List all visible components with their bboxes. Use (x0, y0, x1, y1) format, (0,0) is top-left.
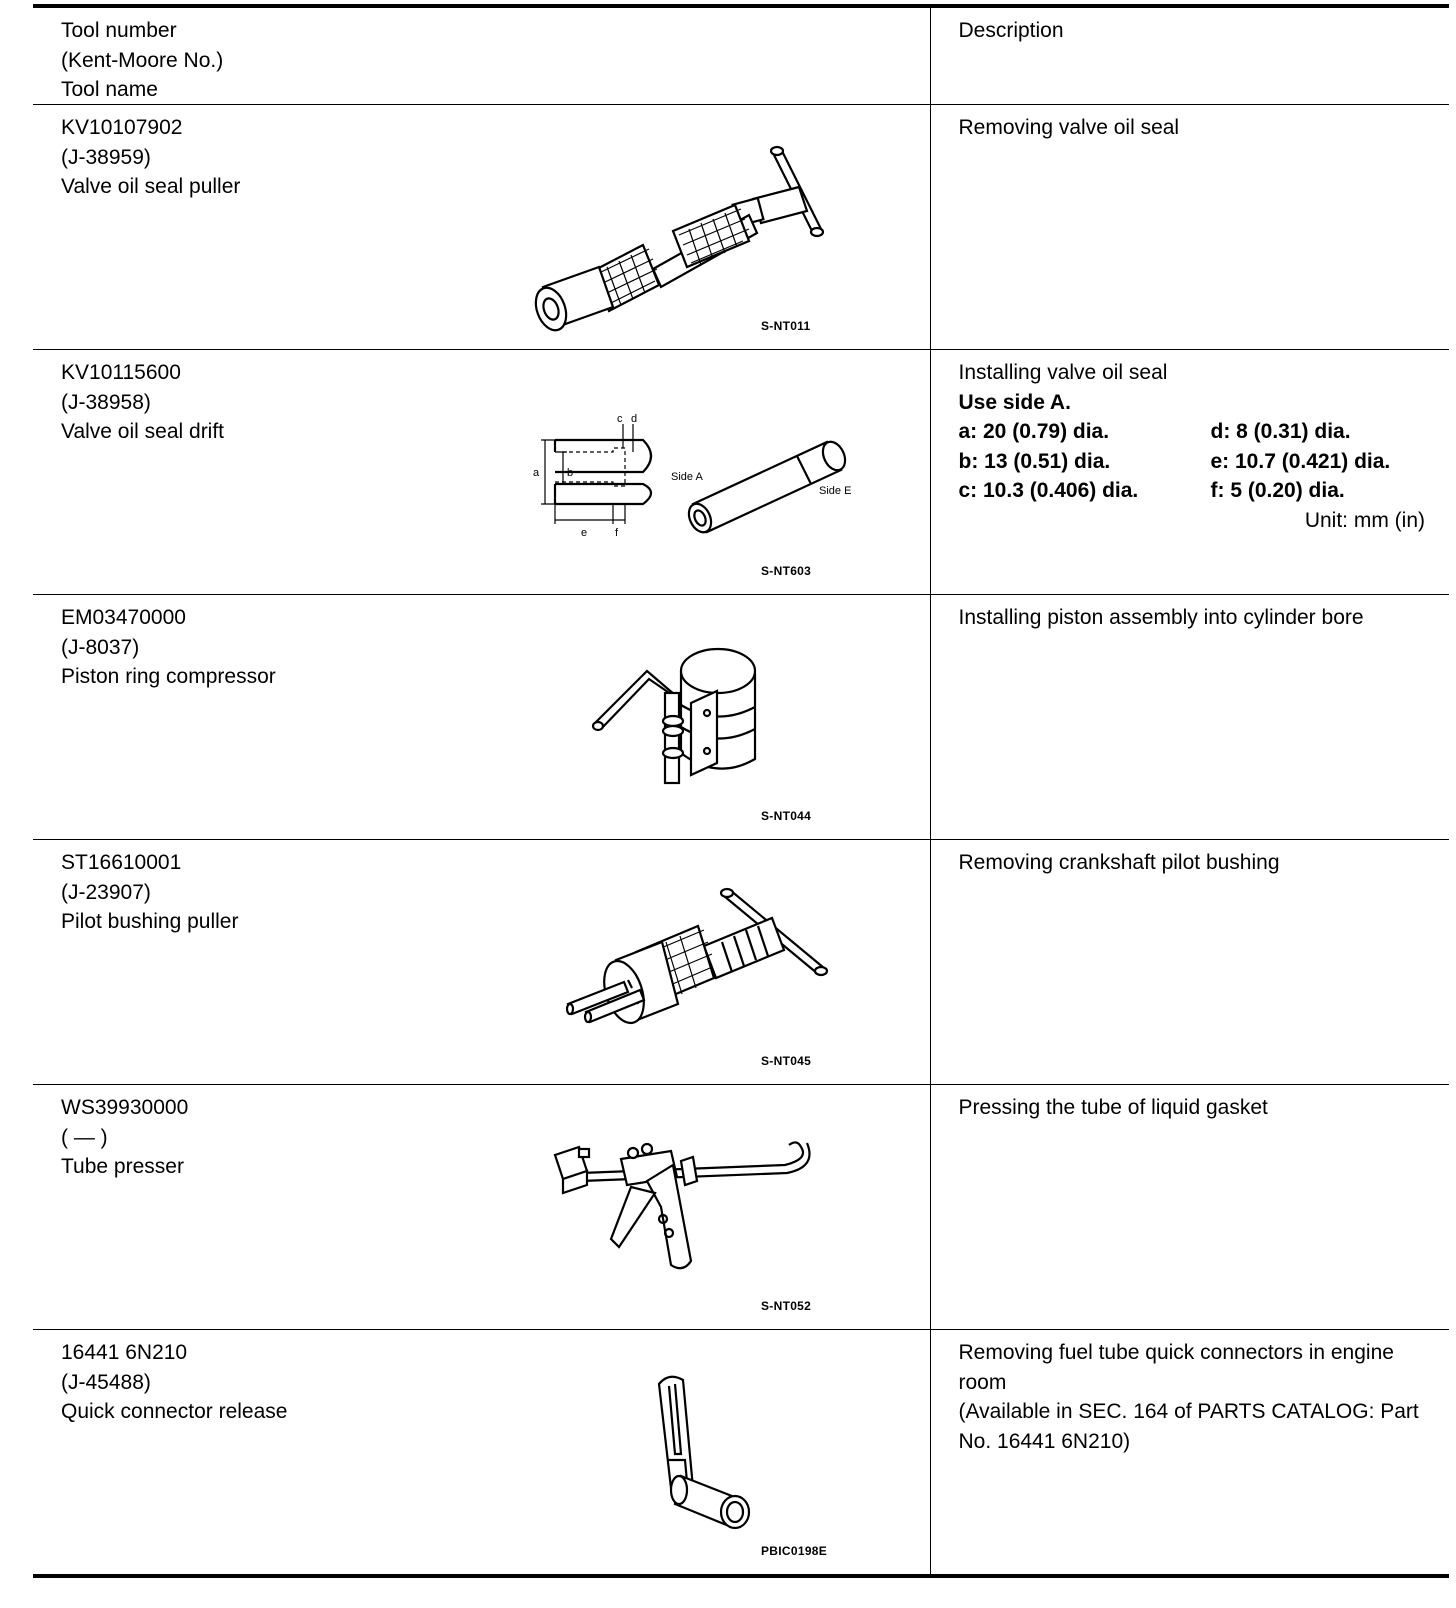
figure-code: S-NT011 (761, 319, 811, 333)
dim-label-b: b (567, 467, 573, 479)
header-description: Description (958, 19, 1064, 42)
header-tool-number: Tool number (61, 19, 177, 42)
pilot-bushing-puller-illustration (565, 887, 829, 1025)
description-cell: Pressing the tube of liquid gasket (930, 1084, 1449, 1330)
tool-description: Removing fuel tube quick connectors in e… (958, 1341, 1394, 1394)
tool-name: Piston ring compressor (61, 665, 276, 688)
dimension-a: a: 20 (0.79) dia. (958, 420, 1110, 443)
description-cell: Removing valve oil seal (930, 104, 1449, 350)
dim-label-a: a (533, 467, 540, 479)
tool-kent-moore: ( — ) (61, 1125, 108, 1149)
piston-ring-compressor-illustration (591, 647, 757, 785)
table-row: EM03470000 (J-8037) Piston ring compress… (33, 594, 1449, 840)
tool-cell: KV10107902 (J-38959) Valve oil seal pull… (33, 104, 931, 350)
side-e-label: Side E (819, 485, 851, 497)
unit-note: Unit: mm (in) (1304, 508, 1425, 532)
dim-label-c: c (617, 413, 623, 425)
quick-connector-release-illustration (657, 1375, 751, 1530)
side-a-label: Side A (671, 471, 703, 483)
dimension-e: e: 10.7 (0.421) dia. (1210, 449, 1391, 473)
table-row: WS39930000 ( — ) Tube presser S-NT052 (33, 1084, 1449, 1330)
tool-kent-moore: (J-23907) (61, 880, 151, 904)
description-cell: Installing piston assembly into cylinder… (930, 594, 1449, 840)
tool-cell: 16441 6N210 (J-45488) Quick connector re… (33, 1329, 931, 1576)
dimension-d: d: 8 (0.31) dia. (1210, 420, 1351, 443)
tool-description: Installing valve oil seal (958, 361, 1168, 384)
table-row: KV10115600 (J-38958) Valve oil seal drif… (33, 349, 1449, 595)
tool-name: Valve oil seal drift (61, 420, 225, 443)
header-description-cell: Description (930, 6, 1449, 105)
tool-description: Installing piston assembly into cylinder… (958, 606, 1364, 629)
dim-label-d: d (631, 413, 637, 425)
table-header: Tool number (Kent-Moore No.) Tool name D… (33, 6, 1449, 105)
valve-oil-seal-puller-illustration (534, 145, 825, 332)
dimension-f: f: 5 (0.20) dia. (1210, 479, 1345, 502)
tool-name: Tube presser (61, 1155, 184, 1178)
dim-label-e: e (581, 527, 587, 539)
figure-code: S-NT603 (761, 564, 812, 578)
tool-name: Valve oil seal puller (61, 175, 241, 198)
tool-kent-moore: (J-8037) (61, 635, 140, 659)
tool-number: EM03470000 (61, 606, 186, 629)
table-row: ST16610001 (J-23907) Pilot bushing pulle… (33, 839, 1449, 1085)
tool-number: 16441 6N210 (61, 1341, 188, 1364)
tool-description: Pressing the tube of liquid gasket (958, 1096, 1268, 1119)
tube-presser-illustration (553, 1141, 811, 1270)
header-kent-moore: (Kent-Moore No.) (61, 48, 224, 72)
tool-number: KV10115600 (61, 361, 181, 384)
tool-number: KV10107902 (61, 116, 183, 139)
header-tool-name: Tool name (61, 78, 158, 101)
tool-kent-moore: (J-45488) (61, 1370, 151, 1394)
catalog-note: (Available in SEC. 164 of PARTS CATALOG:… (958, 1400, 1419, 1453)
tool-kent-moore: (J-38959) (61, 145, 151, 169)
tool-cell: EM03470000 (J-8037) Piston ring compress… (33, 594, 931, 840)
figure-code: S-NT045 (761, 1054, 812, 1068)
description-cell: Installing valve oil seal Use side A. a:… (930, 349, 1449, 595)
valve-oil-seal-drift-diagram: a b c d e f Side A Side E (533, 413, 851, 539)
table-row: 16441 6N210 (J-45488) Quick connector re… (33, 1329, 1449, 1576)
tool-description: Removing crankshaft pilot bushing (958, 851, 1280, 874)
tool-description: Removing valve oil seal (958, 116, 1180, 139)
header-tool-cell: Tool number (Kent-Moore No.) Tool name (33, 6, 931, 105)
tool-kent-moore: (J-38958) (61, 390, 151, 414)
dimension-c: c: 10.3 (0.406) dia. (958, 479, 1139, 502)
dimension-list: a: 20 (0.79) dia. d: 8 (0.31) dia. b: 13… (959, 417, 1440, 506)
tool-cell: WS39930000 ( — ) Tube presser S-NT052 (33, 1084, 931, 1330)
figure-code: PBIC0198E (761, 1544, 828, 1558)
tool-number: ST16610001 (61, 851, 182, 874)
description-cell: Removing fuel tube quick connectors in e… (930, 1329, 1449, 1576)
figure-code: S-NT052 (761, 1299, 812, 1313)
figure-code: S-NT044 (761, 809, 812, 823)
tool-cell: KV10115600 (J-38958) Valve oil seal drif… (33, 349, 931, 595)
table-row: KV10107902 (J-38959) Valve oil seal pull… (33, 104, 1449, 350)
usage-note: Use side A. (958, 390, 1071, 414)
tools-table: Tool number (Kent-Moore No.) Tool name D… (33, 4, 1449, 1578)
tool-name: Pilot bushing puller (61, 910, 239, 933)
special-tools-sheet: Tool number (Kent-Moore No.) Tool name D… (33, 4, 1449, 1578)
dimension-b: b: 13 (0.51) dia. (958, 449, 1111, 473)
tool-number: WS39930000 (61, 1096, 189, 1119)
tool-name: Quick connector release (61, 1400, 288, 1423)
tool-cell: ST16610001 (J-23907) Pilot bushing pulle… (33, 839, 931, 1085)
description-cell: Removing crankshaft pilot bushing (930, 839, 1449, 1085)
dim-label-f: f (615, 527, 619, 539)
